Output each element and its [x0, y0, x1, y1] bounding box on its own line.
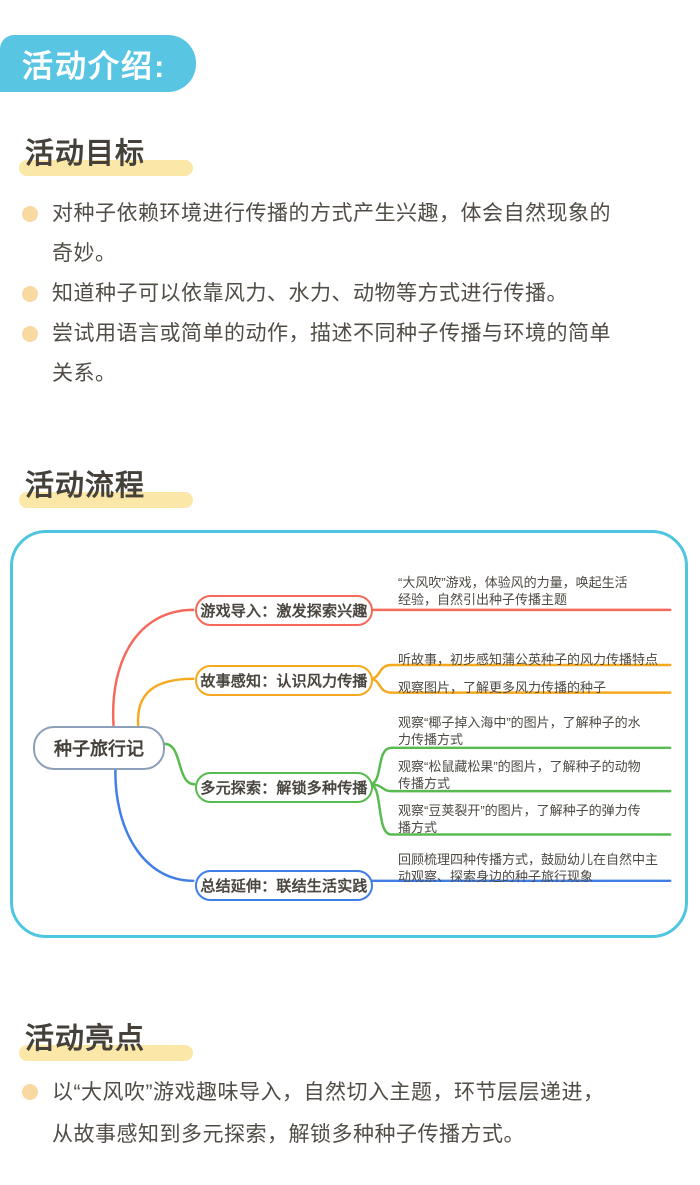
- mindmap-panel: 种子旅行记 游戏导入：激发探索兴趣 故事感知：认识风力传播 多元探索：解锁多种传…: [10, 530, 688, 938]
- section-title-process: 活动流程: [19, 462, 194, 508]
- branch-line-green: [163, 742, 196, 786]
- section-title-goals-text: 活动目标: [25, 138, 146, 170]
- note-underline-green-1: [368, 746, 672, 786]
- list-item: 知道种子可以依靠风力、水力、动物等方式进行传播。: [22, 274, 682, 314]
- mindmap-connectors: [111, 608, 672, 883]
- section-title-highlights-text: 活动亮点: [25, 1023, 146, 1055]
- mindmap-branch-story: 故事感知：认识风力传播: [195, 665, 373, 696]
- branch-label: 多元探索：解锁多种传播: [200, 780, 368, 797]
- list-item: 尝试用语言或简单的动作，描述不同种子传播与环境的简单 关系。: [22, 314, 682, 394]
- mindmap-note: 观察“豆荚裂开”的图片，了解种子的弹力传 播方式: [398, 803, 641, 835]
- branch-label: 游戏导入：激发探索兴趣: [200, 603, 368, 620]
- section-title-highlights: 活动亮点: [19, 1015, 194, 1061]
- section-title-process-text: 活动流程: [25, 470, 146, 502]
- mindmap-center-node: 种子旅行记: [33, 726, 165, 770]
- mindmap-note: 观察“松鼠藏松果”的图片，了解种子的动物 传播方式: [398, 759, 641, 791]
- mindmap-note: 观察图片，了解更多风力传播的种子: [398, 680, 607, 695]
- goal-bullet-2: 知道种子可以依靠风力、水力、动物等方式进行传播。: [52, 282, 568, 305]
- mindmap-branch-explore: 多元探索：解锁多种传播: [195, 772, 373, 803]
- mindmap-branch-game: 游戏导入：激发探索兴趣: [195, 595, 373, 626]
- goal-bullet-3: 尝试用语言或简单的动作，描述不同种子传播与环境的简单 关系。: [52, 322, 611, 385]
- bullet-dot: [22, 326, 38, 342]
- note-underline-green-3: [368, 783, 672, 836]
- branch-line-blue: [114, 765, 195, 883]
- branch-line-red: [111, 608, 195, 727]
- highlight-bullet-1: 以“大风吹”游戏趣味导入，自然切入主题，环节层层递进， 从故事感知到多元探索，解…: [52, 1081, 605, 1146]
- page-title-badge: 活动介绍:: [0, 35, 197, 92]
- page-title: 活动介绍:: [22, 49, 167, 84]
- heading-highlight: [19, 1045, 194, 1061]
- bullet-dot: [22, 206, 38, 222]
- mindmap-note: “大风吹”游戏，体验风的力量，唤起生活 经验，自然引出种子传播主题: [398, 575, 628, 607]
- heading-highlight: [19, 160, 194, 176]
- bullet-dot: [22, 1084, 38, 1100]
- highlights-bullet-list: 以“大风吹”游戏趣味导入，自然切入主题，环节层层递进， 从故事感知到多元探索，解…: [22, 1072, 682, 1156]
- mindmap-note: 回顾梳理四种传播方式，鼓励幼儿在自然中主 动观察、探索身边的种子旅行现象: [398, 852, 659, 884]
- branch-label: 总结延伸：联结生活实践: [200, 878, 368, 895]
- list-item: 对种子依赖环境进行传播的方式产生兴趣，体会自然现象的 奇妙。: [22, 194, 682, 274]
- heading-highlight: [19, 492, 194, 508]
- list-item: 以“大风吹”游戏趣味导入，自然切入主题，环节层层递进， 从故事感知到多元探索，解…: [22, 1072, 682, 1156]
- goals-bullet-list: 对种子依赖环境进行传播的方式产生兴趣，体会自然现象的 奇妙。 知道种子可以依靠风…: [22, 194, 682, 394]
- branch-label: 故事感知：认识风力传播: [200, 673, 368, 690]
- mindmap-branch-summary: 总结延伸：联结生活实践: [195, 870, 373, 901]
- bullet-dot: [22, 286, 38, 302]
- mindmap-note: 观察“椰子掉入海中”的图片，了解种子的水 力传播方式: [398, 715, 641, 747]
- mindmap-center-label: 种子旅行记: [54, 739, 144, 759]
- mindmap-note: 听故事，初步感知蒲公英种子的风力传播特点: [398, 652, 659, 667]
- branch-line-yellow: [136, 677, 195, 727]
- goal-bullet-1: 对种子依赖环境进行传播的方式产生兴趣，体会自然现象的 奇妙。: [52, 202, 611, 265]
- section-title-goals: 活动目标: [19, 130, 194, 176]
